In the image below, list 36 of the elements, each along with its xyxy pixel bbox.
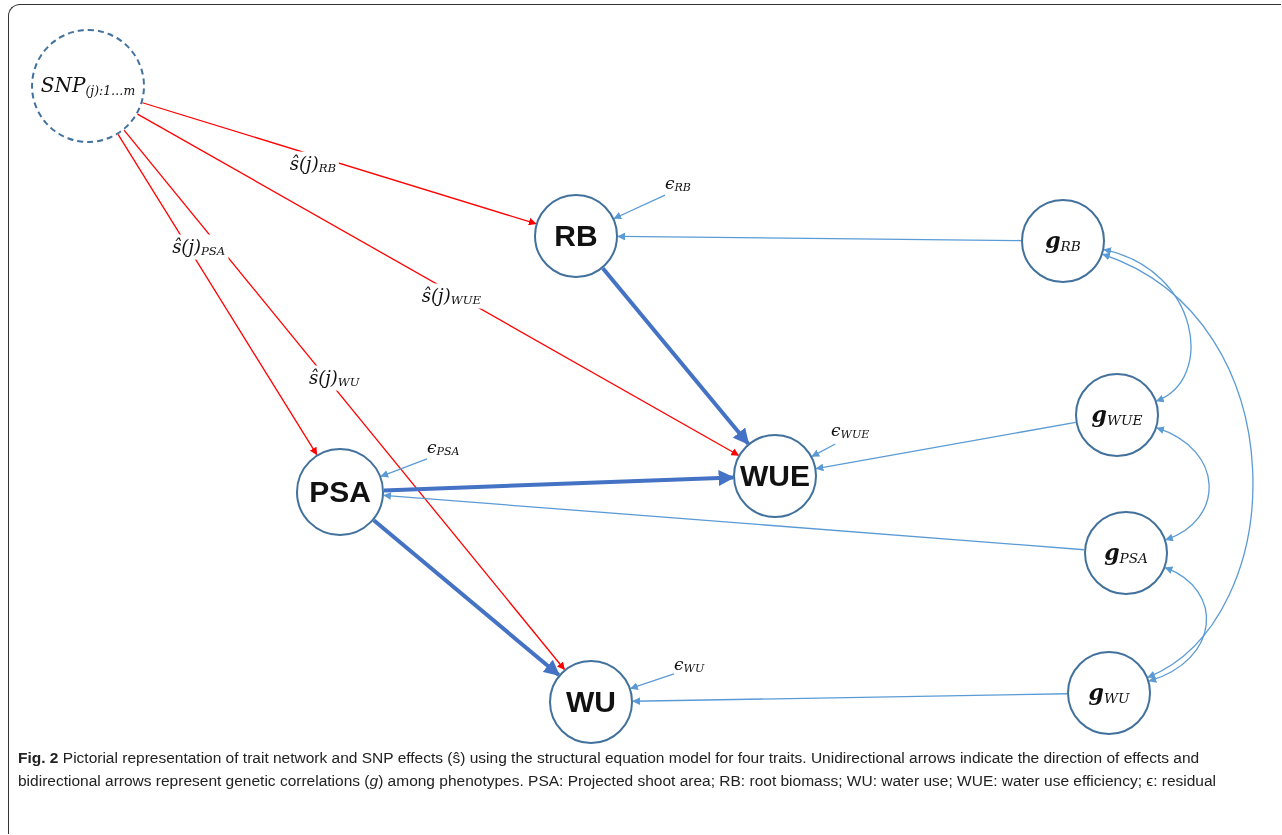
node-label: PSA	[309, 475, 371, 509]
correlation-arrow	[1148, 567, 1207, 683]
residual-label: ϵ$_{PSA}$	[427, 439, 460, 458]
arrow	[811, 443, 836, 457]
node-label: WU	[566, 685, 616, 719]
edge-label: ŝ(j)$_{PSA}$	[169, 234, 229, 260]
arrow	[617, 232, 1022, 242]
arrow	[601, 267, 750, 445]
arrow	[383, 470, 735, 493]
arrow	[632, 693, 1068, 706]
residual-label: ϵ$_{RB}$	[665, 175, 691, 194]
arrow	[372, 518, 561, 677]
arrow	[630, 673, 675, 690]
arrow	[380, 458, 428, 478]
caption: Fig. 2 Pictorial representation of trait network and SNP effects (ŝ) using the structural equation model for four traits. Unidirectional arrows indicate the direction of effects and bidirectional arrows represent genetic correlations (g) among phenotypes. PSA: Projected shoot area; RB: root biomass; WU: water use; WUE: water use efficiency; ϵ: residual	[18, 748, 1218, 791]
node-label: WUE	[740, 459, 810, 493]
node-label: g$_{WUE}$	[1091, 401, 1143, 429]
residual-label: ϵ$_{WU}$	[674, 656, 705, 675]
arrow	[117, 133, 318, 456]
arrow	[383, 492, 1085, 551]
correlation-arrow	[1102, 253, 1254, 678]
arrow	[136, 113, 740, 456]
residual-label: ϵ$_{WUE}$	[831, 422, 870, 441]
node-label: g$_{PSA}$	[1104, 539, 1148, 567]
node-label: RB	[554, 219, 598, 253]
node-label: g$_{WU}$	[1088, 679, 1130, 707]
arrow	[141, 102, 537, 226]
arrow	[123, 129, 566, 671]
node-label: SNP$_{(j):1…m}$	[40, 73, 136, 99]
node-label: g$_{RB}$	[1045, 227, 1081, 255]
arrow	[613, 194, 666, 220]
trait-circle	[733, 434, 817, 518]
correlation-arrow	[1156, 427, 1210, 541]
dashed-circle	[31, 29, 145, 143]
arrow	[815, 421, 1077, 472]
correlation-arrow	[1103, 248, 1192, 402]
